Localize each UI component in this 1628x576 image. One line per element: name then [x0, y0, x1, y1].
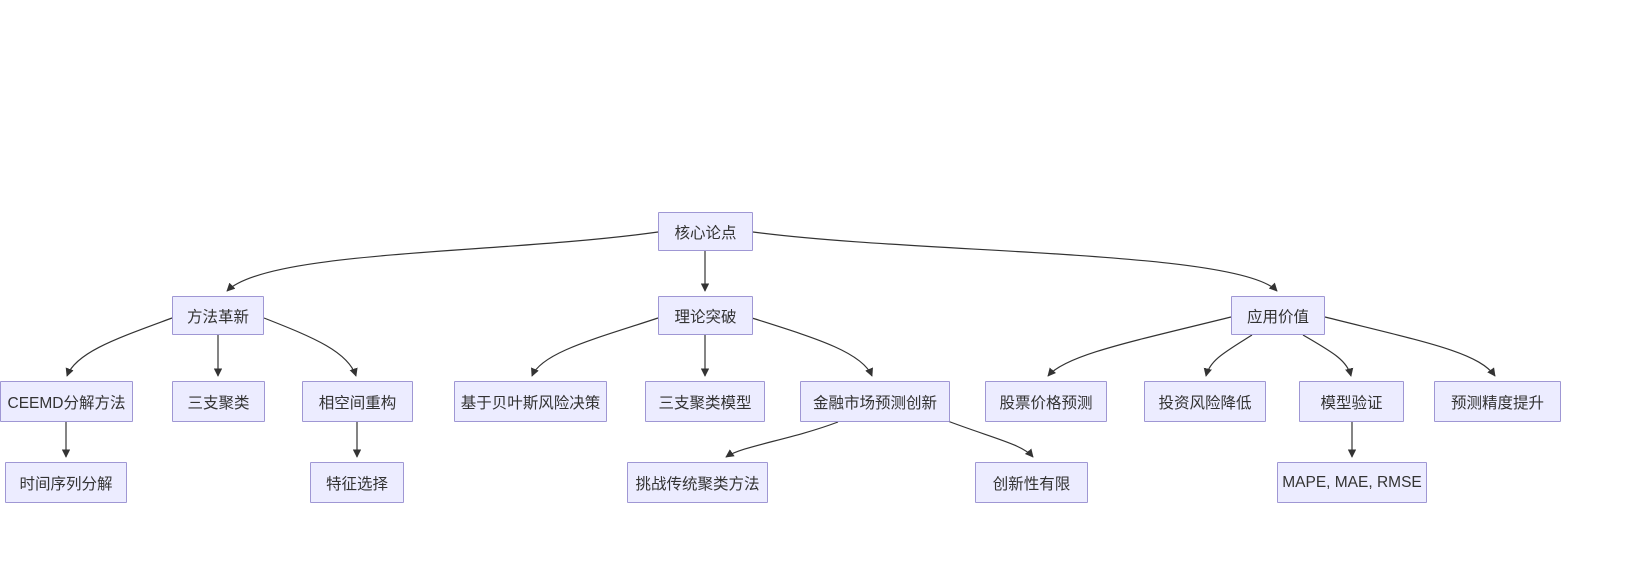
node-ceemd-decomposition: CEEMD分解方法	[0, 381, 133, 422]
node-model-validation: 模型验证	[1299, 381, 1404, 422]
edge-application-to-accuracy-improvement	[1324, 316, 1496, 377]
edge-application-to-model-validation	[1302, 334, 1354, 377]
edge-theory-to-finance-innovation	[751, 317, 873, 377]
node-method-innovation: 方法革新	[172, 296, 264, 335]
node-phase-space-reconstruction: 相空间重构	[302, 381, 413, 422]
node-stock-price-prediction: 股票价格预测	[985, 381, 1107, 422]
edge-method-to-ceemd	[65, 317, 173, 377]
edge-theory-to-bayes	[531, 317, 659, 377]
node-investment-risk-reduction: 投资风险降低	[1144, 381, 1266, 422]
node-financial-market-prediction-innovation: 金融市场预测创新	[800, 381, 950, 422]
node-limited-novelty: 创新性有限	[975, 462, 1088, 503]
edge-method-to-phase-space	[263, 317, 358, 377]
node-time-series-decomposition: 时间序列分解	[5, 462, 127, 503]
node-bayesian-risk-decision: 基于贝叶斯风险决策	[454, 381, 607, 422]
edge-application-to-stock-prediction	[1047, 316, 1232, 377]
node-three-way-clustering-model: 三支聚类模型	[645, 381, 765, 422]
node-evaluation-metrics: MAPE, MAE, RMSE	[1277, 462, 1427, 503]
node-theory-breakthrough: 理论突破	[658, 296, 753, 335]
edge-finance-innovation-to-challenge-clustering	[725, 421, 839, 458]
edge-root-to-method	[226, 231, 659, 292]
node-feature-selection: 特征选择	[310, 462, 404, 503]
node-core-thesis: 核心论点	[658, 212, 753, 251]
node-prediction-accuracy-improvement: 预测精度提升	[1434, 381, 1561, 422]
edge-finance-innovation-to-limited-novelty	[944, 419, 1034, 458]
node-challenge-traditional-clustering: 挑战传统聚类方法	[627, 462, 768, 503]
node-three-way-clustering: 三支聚类	[172, 381, 265, 422]
edge-root-to-application	[752, 231, 1278, 292]
node-application-value: 应用价值	[1231, 296, 1325, 335]
edge-application-to-risk-reduction	[1203, 334, 1253, 377]
